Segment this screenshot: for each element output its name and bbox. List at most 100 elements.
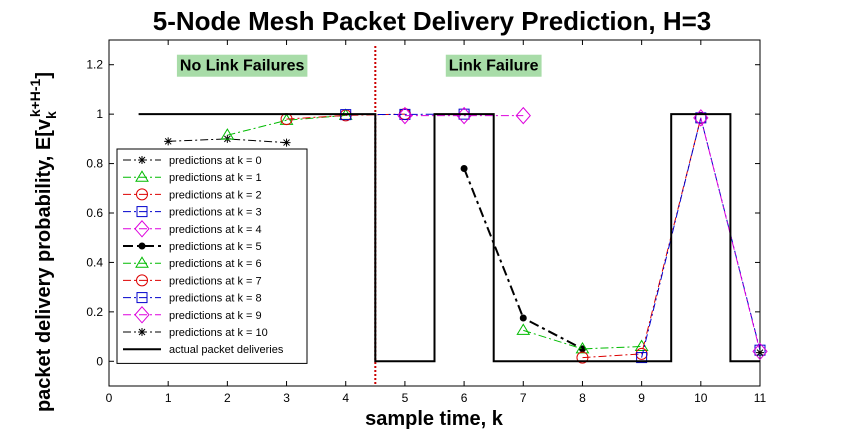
legend-label: predictions at k = 10 bbox=[169, 327, 268, 339]
x-tick-label: 6 bbox=[461, 391, 468, 405]
series-4 bbox=[397, 106, 531, 125]
data-point bbox=[636, 352, 648, 364]
data-point bbox=[515, 106, 531, 125]
y-tick-label: 0.4 bbox=[86, 255, 103, 269]
data-point bbox=[282, 138, 291, 147]
data-point bbox=[397, 106, 413, 125]
y-axis-label-close: ] bbox=[33, 72, 55, 79]
y-tick-label: 0.6 bbox=[86, 206, 103, 220]
chart-title: 5-Node Mesh Packet Delivery Prediction, … bbox=[153, 6, 712, 36]
series-line bbox=[523, 329, 642, 350]
series-line bbox=[463, 168, 583, 350]
legend-entry: predictions at k = 7 bbox=[123, 274, 262, 287]
legend-label: predictions at k = 2 bbox=[169, 189, 262, 201]
data-point bbox=[519, 314, 527, 322]
legend-entry: predictions at k = 0 bbox=[123, 155, 262, 167]
legend-label: predictions at k = 4 bbox=[169, 224, 262, 236]
data-point bbox=[516, 323, 531, 335]
series-11 bbox=[138, 113, 760, 363]
data-point bbox=[456, 106, 472, 125]
x-tick-label: 8 bbox=[579, 391, 586, 405]
annotation-background bbox=[445, 54, 542, 77]
y-axis-label-main: packet delivery probability, E[v bbox=[33, 118, 55, 412]
annotation-background bbox=[176, 54, 308, 77]
annotation-text: Link Failure bbox=[449, 58, 539, 75]
data-point bbox=[693, 109, 709, 127]
x-tick-label: 11 bbox=[754, 391, 767, 405]
y-tick-label: 1 bbox=[96, 107, 103, 121]
series-10 bbox=[756, 348, 764, 357]
legend-entry: predictions at k = 6 bbox=[123, 256, 262, 270]
data-point bbox=[752, 342, 768, 361]
series-line bbox=[582, 117, 702, 359]
series-layer bbox=[138, 106, 768, 364]
x-tick-label: 2 bbox=[224, 391, 231, 405]
data-point bbox=[399, 108, 411, 120]
annotation-label: No Link Failures bbox=[176, 54, 308, 77]
data-point bbox=[220, 128, 235, 140]
data-point bbox=[756, 348, 764, 357]
legend-label: predictions at k = 0 bbox=[169, 155, 262, 167]
legend-swatch-marker bbox=[134, 306, 150, 324]
x-tick-label: 4 bbox=[342, 391, 349, 405]
x-tick-label: 10 bbox=[694, 391, 708, 405]
x-tick-label: 1 bbox=[165, 391, 172, 405]
annotation-text: No Link Failures bbox=[180, 58, 305, 75]
legend-entry: predictions at k = 5 bbox=[123, 241, 262, 253]
legend-box bbox=[116, 148, 308, 364]
legend-entry: predictions at k = 10 bbox=[123, 327, 268, 339]
y-axis-ticks: 0 0.2 0.4 0.6 0.8 1 1.2 bbox=[86, 58, 760, 368]
svg-text:packet delivery probability,: packet delivery probability, E[vkk+H-1] bbox=[27, 72, 59, 412]
legend-label: predictions at k = 1 bbox=[169, 172, 262, 184]
legend-swatch-marker bbox=[138, 242, 146, 250]
legend-label: predictions at k = 6 bbox=[169, 258, 262, 270]
legend-label: actual packet deliveries bbox=[169, 344, 284, 356]
legend-swatch-marker bbox=[135, 256, 149, 268]
legend-swatch-marker bbox=[136, 188, 148, 201]
x-tick-label: 9 bbox=[638, 391, 645, 405]
legend-swatch-marker bbox=[136, 274, 148, 287]
annotations: No Link Failures Link Failure bbox=[176, 46, 542, 386]
data-point bbox=[575, 341, 590, 354]
legend-swatch-marker bbox=[136, 206, 148, 218]
legend-entry: predictions at k = 2 bbox=[123, 188, 262, 201]
legend-swatch-marker bbox=[138, 328, 146, 336]
x-tick-label: 7 bbox=[520, 391, 527, 405]
series-line bbox=[138, 113, 760, 363]
legend-swatch-marker bbox=[138, 156, 146, 164]
data-point bbox=[164, 137, 173, 146]
y-tick-label: 0.8 bbox=[86, 157, 103, 171]
legend-entry: predictions at k = 1 bbox=[123, 170, 262, 184]
annotation-label: Link Failure bbox=[445, 54, 542, 77]
x-tick-label: 3 bbox=[283, 391, 290, 405]
legend-label: predictions at k = 7 bbox=[169, 275, 262, 287]
legend-entry: predictions at k = 3 bbox=[123, 206, 262, 219]
data-point bbox=[460, 165, 468, 173]
x-axis-label: sample time, k bbox=[365, 408, 504, 430]
data-point bbox=[695, 112, 707, 124]
legend-swatch-marker bbox=[136, 292, 148, 304]
x-tick-label: 0 bbox=[106, 391, 113, 405]
x-tick-label: 5 bbox=[402, 391, 409, 405]
legend-label: predictions at k = 3 bbox=[169, 207, 262, 219]
legend-label: predictions at k = 8 bbox=[169, 293, 262, 305]
legend-label: predictions at k = 9 bbox=[169, 310, 262, 322]
data-point bbox=[576, 351, 589, 364]
legend: predictions at k = 0 predictions at k = 1… bbox=[116, 148, 308, 364]
legend-swatch-marker bbox=[135, 170, 149, 182]
x-axis-ticks: 0 1 2 3 4 5 6 7 8 9 10 11 bbox=[106, 40, 767, 405]
legend-entry: actual packet deliveries bbox=[123, 344, 284, 356]
series-9 bbox=[693, 109, 768, 361]
legend-entry: predictions at k = 8 bbox=[123, 292, 262, 305]
legend-entry: predictions at k = 9 bbox=[123, 306, 262, 324]
y-tick-label: 0 bbox=[96, 354, 103, 368]
legend-swatch-marker bbox=[134, 220, 150, 238]
y-axis-label-sup: k+H-1 bbox=[27, 78, 43, 117]
y-axis-label-sub: k bbox=[43, 111, 59, 119]
y-tick-label: 1.2 bbox=[86, 58, 103, 72]
y-axis-label: packet delivery probability, E[vkk+H-1] bbox=[27, 72, 59, 412]
legend-entry: predictions at k = 4 bbox=[123, 220, 262, 238]
legend-label: predictions at k = 5 bbox=[169, 241, 262, 253]
y-tick-label: 0.2 bbox=[86, 305, 103, 319]
